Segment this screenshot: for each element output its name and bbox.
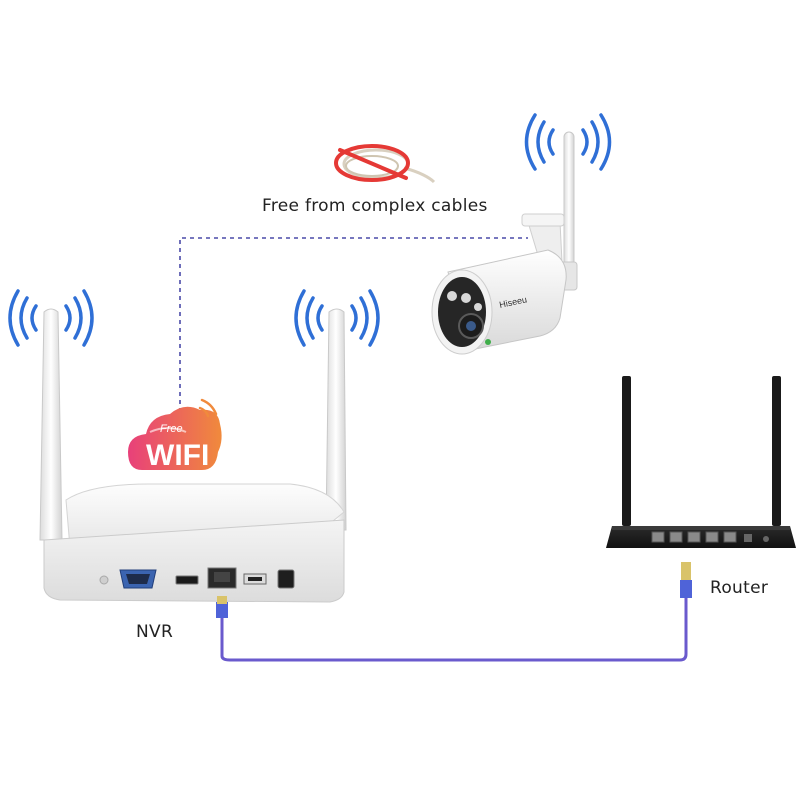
lan-port [207, 567, 237, 589]
hdmi-port [175, 575, 199, 585]
ethernet-cable [216, 562, 692, 662]
router-ports [651, 531, 737, 543]
wifi-signal-icon [294, 289, 380, 347]
wifi-signal-icon [524, 113, 612, 171]
badge-free-text: Free [160, 423, 183, 435]
nvr-label: NVR [136, 622, 174, 642]
wifi-signal-icon [8, 289, 94, 347]
badge-wifi-text: WIFI [146, 439, 209, 472]
power-port [277, 569, 295, 589]
router-label: Router [710, 578, 769, 598]
ethernet-plug-icon [216, 596, 228, 618]
ethernet-plug-icon [680, 562, 692, 598]
nvr-device: Free WIFI [8, 289, 380, 603]
free-wifi-badge: Free WIFI [128, 398, 222, 472]
router-device [606, 376, 796, 548]
wifi-signal-icon [198, 398, 218, 418]
caption-free-from-cables: Free from complex cables [262, 196, 488, 216]
cable-crossed-icon [334, 144, 436, 184]
vga-port [119, 569, 157, 589]
wifi-camera: Hiseeu [431, 113, 612, 355]
